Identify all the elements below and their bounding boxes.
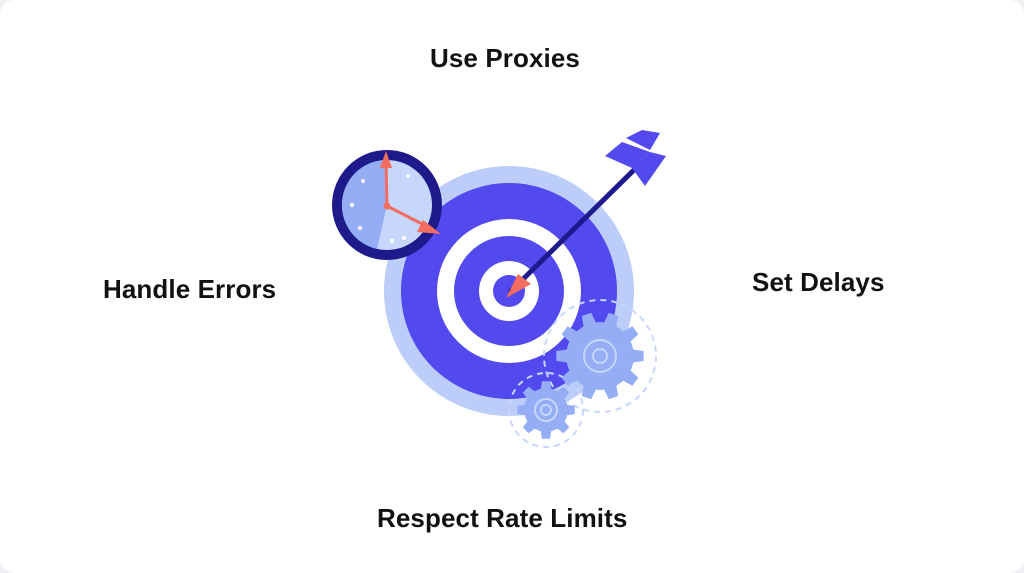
gear-large-dashed-orbit: [543, 299, 657, 413]
arrow-fletching-back: [626, 130, 660, 150]
arrow-icon: [506, 130, 666, 298]
label-respect-rate-limits: Respect Rate Limits: [377, 503, 628, 533]
label-handle-errors: Handle Errors: [103, 274, 277, 304]
gear-small-dashed-orbit: [508, 372, 584, 448]
label-use-proxies: Use Proxies: [430, 43, 580, 73]
gear-large-body: [556, 312, 644, 400]
clock-minute-hand: [384, 160, 389, 208]
clock-hour-hand: [385, 204, 430, 229]
gear-large-hub-ring: [583, 339, 617, 373]
gear-large: [556, 312, 644, 400]
clock-tick: [389, 238, 395, 244]
arrow-tip: [506, 274, 531, 298]
arrow-fletching-right: [632, 152, 666, 186]
clock-face-shade: [341, 159, 387, 249]
clock-minute-hand-head: [380, 151, 392, 168]
arrow-fletching-left: [605, 142, 650, 168]
clock-tick: [406, 174, 410, 178]
clock-icon: [332, 150, 442, 260]
label-set-delays: Set Delays: [752, 267, 885, 297]
clock-tick: [402, 236, 406, 240]
gear-icon: [508, 299, 657, 448]
gear-small-body: [517, 381, 575, 439]
clock-hour-hand-head: [417, 220, 441, 234]
gear-large-hub: [592, 348, 608, 364]
clock-center: [383, 202, 391, 210]
clock-tick: [349, 202, 355, 208]
clock-tick: [358, 226, 362, 230]
clock-tick: [361, 179, 365, 183]
gear-small: [517, 381, 575, 439]
arrow-shaft: [508, 161, 643, 294]
gear-small-hub-ring: [534, 398, 558, 422]
gear-small-hub: [540, 404, 552, 416]
